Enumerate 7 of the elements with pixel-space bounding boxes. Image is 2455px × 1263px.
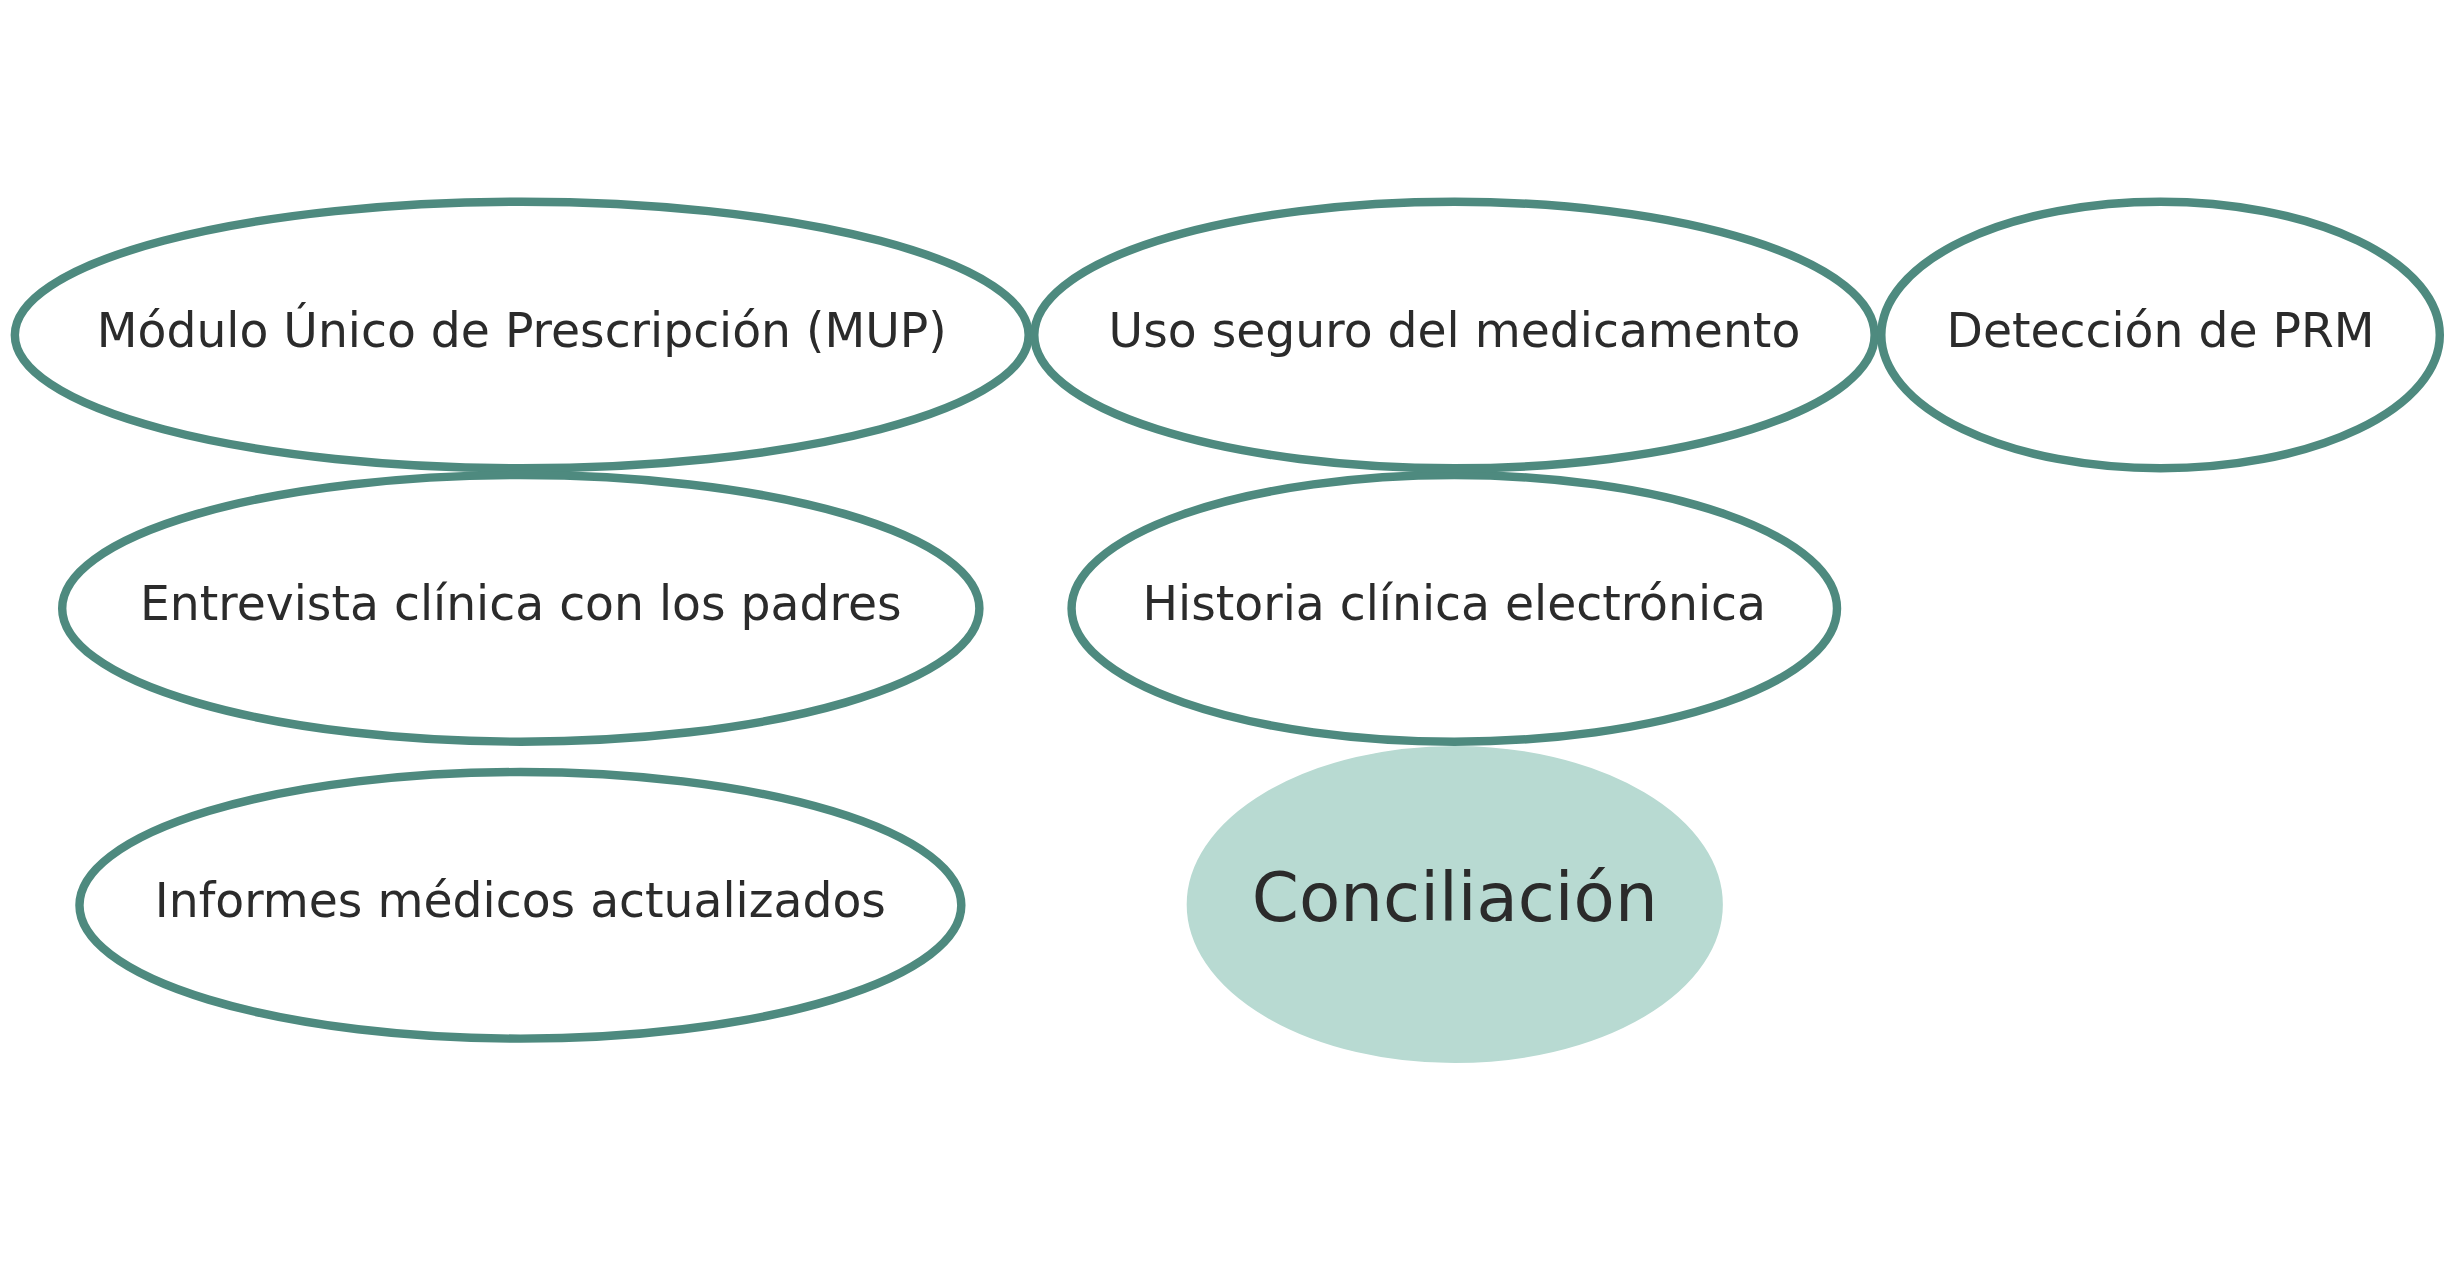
node-ellipse: Informes médicos actualizados [75,767,966,1043]
node-ellipse: Historia clínica electrónica [1067,470,1842,746]
node-ellipse: Conciliación [1186,745,1723,1063]
node-ellipse: Detección de PRM [1877,197,2444,473]
node-ellipse: Uso seguro del medicamento [1030,197,1879,473]
node-ellipse: Entrevista clínica con los padres [57,470,984,746]
node-ellipse: Módulo Único de Prescripción (MUP) [10,197,1033,473]
